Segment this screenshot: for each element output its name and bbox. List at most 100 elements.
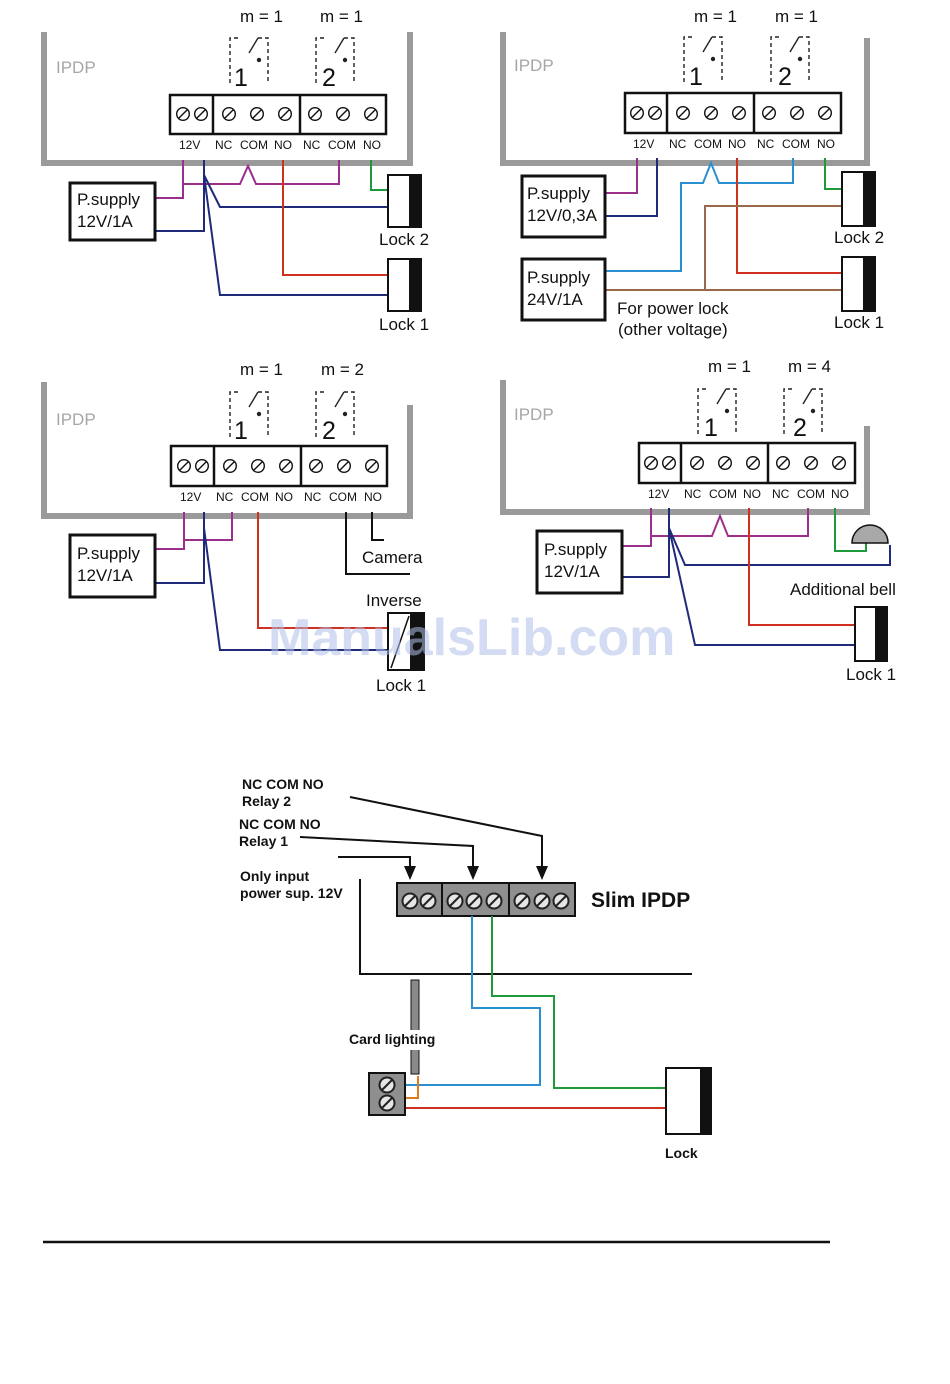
lock [665, 1067, 712, 1135]
diagram-slim-ipdp: NC COM NO Relay 2 NC COM NO Relay 1 Only… [239, 776, 712, 1161]
ipdp-label: IPDP [56, 58, 96, 77]
psu1-line1: P.supply [527, 184, 591, 203]
power-supply-12v [520, 174, 607, 239]
bell-label: Additional bell [790, 580, 896, 599]
psu1-line2: 12V/0,3A [527, 206, 598, 225]
relay2-number: 2 [793, 414, 807, 442]
term-com2: COM [328, 138, 356, 152]
relay1-mode: m = 1 [708, 357, 751, 376]
term-no2: NO [831, 487, 849, 501]
lock1-label: Lock 1 [846, 665, 896, 684]
term-com2: COM [797, 487, 825, 501]
lock-1 [841, 256, 876, 312]
term-12v: 12V [179, 138, 200, 152]
term-com2: COM [329, 490, 357, 504]
term-com1: COM [709, 487, 737, 501]
term-12v: 12V [180, 490, 201, 504]
lock-1 [854, 606, 888, 662]
ipdp-label: IPDP [514, 405, 554, 424]
term-no1: NO [743, 487, 761, 501]
term-nc1: NC [215, 138, 233, 152]
lock-label: Lock [665, 1145, 698, 1161]
term-nc1: NC [216, 490, 234, 504]
card-lighting-rod [410, 979, 420, 1075]
psu-line1: P.supply [77, 190, 141, 209]
diagram-3: IPDP m = 1 m = 2 1 2 12V NC COM NO NC CO… [41, 360, 426, 695]
power-supply-24v [520, 257, 607, 322]
card-lighting-label: Card lighting [349, 1031, 435, 1047]
lock2-label: Lock 2 [379, 230, 429, 249]
relay2-mode: m = 1 [775, 7, 818, 26]
term-12v: 12V [633, 137, 654, 151]
relay2-mode: m = 4 [788, 357, 831, 376]
psu2-line1: P.supply [527, 268, 591, 287]
term-com1: COM [241, 490, 269, 504]
slim-ipdp-title: Slim IPDP [591, 889, 690, 912]
ipdp-panel [41, 382, 413, 519]
relay2-number: 2 [322, 64, 336, 92]
psu2-line2: 24V/1A [527, 290, 583, 309]
term-nc2: NC [303, 138, 321, 152]
term-nc1: NC [669, 137, 687, 151]
relay2-label: Relay 2 [242, 793, 291, 809]
term-no2: NO [363, 138, 381, 152]
power-lock-note-line2: (other voltage) [618, 320, 728, 339]
term-com1: COM [240, 138, 268, 152]
diagram-4: IPDP m = 1 m = 4 1 2 12V NC COM NO NC CO… [500, 357, 896, 684]
term-nc2: NC [304, 490, 322, 504]
term-no2: NO [364, 490, 382, 504]
relay2-mode: m = 1 [320, 7, 363, 26]
relay2-mode: m = 2 [321, 360, 364, 379]
relay1-mode: m = 1 [240, 360, 283, 379]
lock2-label: Lock 2 [834, 228, 884, 247]
ipdp-label: IPDP [56, 410, 96, 429]
psu-line2: 12V/1A [544, 562, 600, 581]
ipdp-panel [500, 32, 870, 166]
ipdp-panel [41, 32, 413, 166]
relay2-number: 2 [778, 63, 792, 91]
power-supply [68, 181, 157, 242]
relay1-number: 1 [234, 64, 248, 92]
relay1-label: Relay 1 [239, 833, 288, 849]
lock1-label: Lock 1 [379, 315, 429, 334]
diagram-1: IPDP m = 1 m = 1 1 2 12V NC COM NO NC CO… [41, 7, 429, 334]
relay1-terminals: NC COM NO [239, 816, 321, 832]
lock-1 [387, 258, 422, 312]
relay1-mode: m = 1 [694, 7, 737, 26]
relay1-mode: m = 1 [240, 7, 283, 26]
bell-icon [851, 524, 889, 544]
power-lock-note-line1: For power lock [617, 299, 729, 318]
card-lighting-terminal [368, 1072, 406, 1116]
slim-terminal-block [396, 882, 576, 917]
input-note-line2: power sup. 12V [240, 885, 343, 901]
power-supply [535, 529, 624, 595]
term-nc2: NC [772, 487, 790, 501]
lock1-label: Lock 1 [834, 313, 884, 332]
relay1-number: 1 [689, 63, 703, 91]
lock1-label: Lock 1 [376, 676, 426, 695]
term-no1: NO [274, 138, 292, 152]
ipdp-panel [500, 380, 870, 515]
psu-line1: P.supply [77, 544, 141, 563]
term-com2: COM [782, 137, 810, 151]
relay1-number: 1 [234, 417, 248, 445]
power-supply [68, 533, 157, 599]
lock-2 [841, 171, 876, 227]
lock-1-inverse [387, 612, 425, 671]
term-nc2: NC [757, 137, 775, 151]
inverse-label: Inverse [366, 591, 422, 610]
psu-line2: 12V/1A [77, 566, 133, 585]
lock-2 [387, 174, 422, 228]
term-no1: NO [275, 490, 293, 504]
diagram-2: IPDP m = 1 m = 1 1 2 12V NC COM NO NC CO… [500, 7, 884, 339]
camera-label: Camera [362, 548, 423, 567]
term-12v: 12V [648, 487, 669, 501]
term-no2: NO [817, 137, 835, 151]
relay2-number: 2 [322, 417, 336, 445]
ipdp-label: IPDP [514, 56, 554, 75]
relay1-number: 1 [704, 414, 718, 442]
watermark: ManualsLib.com [268, 609, 675, 667]
relay2-terminals: NC COM NO [242, 776, 324, 792]
psu-line2: 12V/1A [77, 212, 133, 231]
